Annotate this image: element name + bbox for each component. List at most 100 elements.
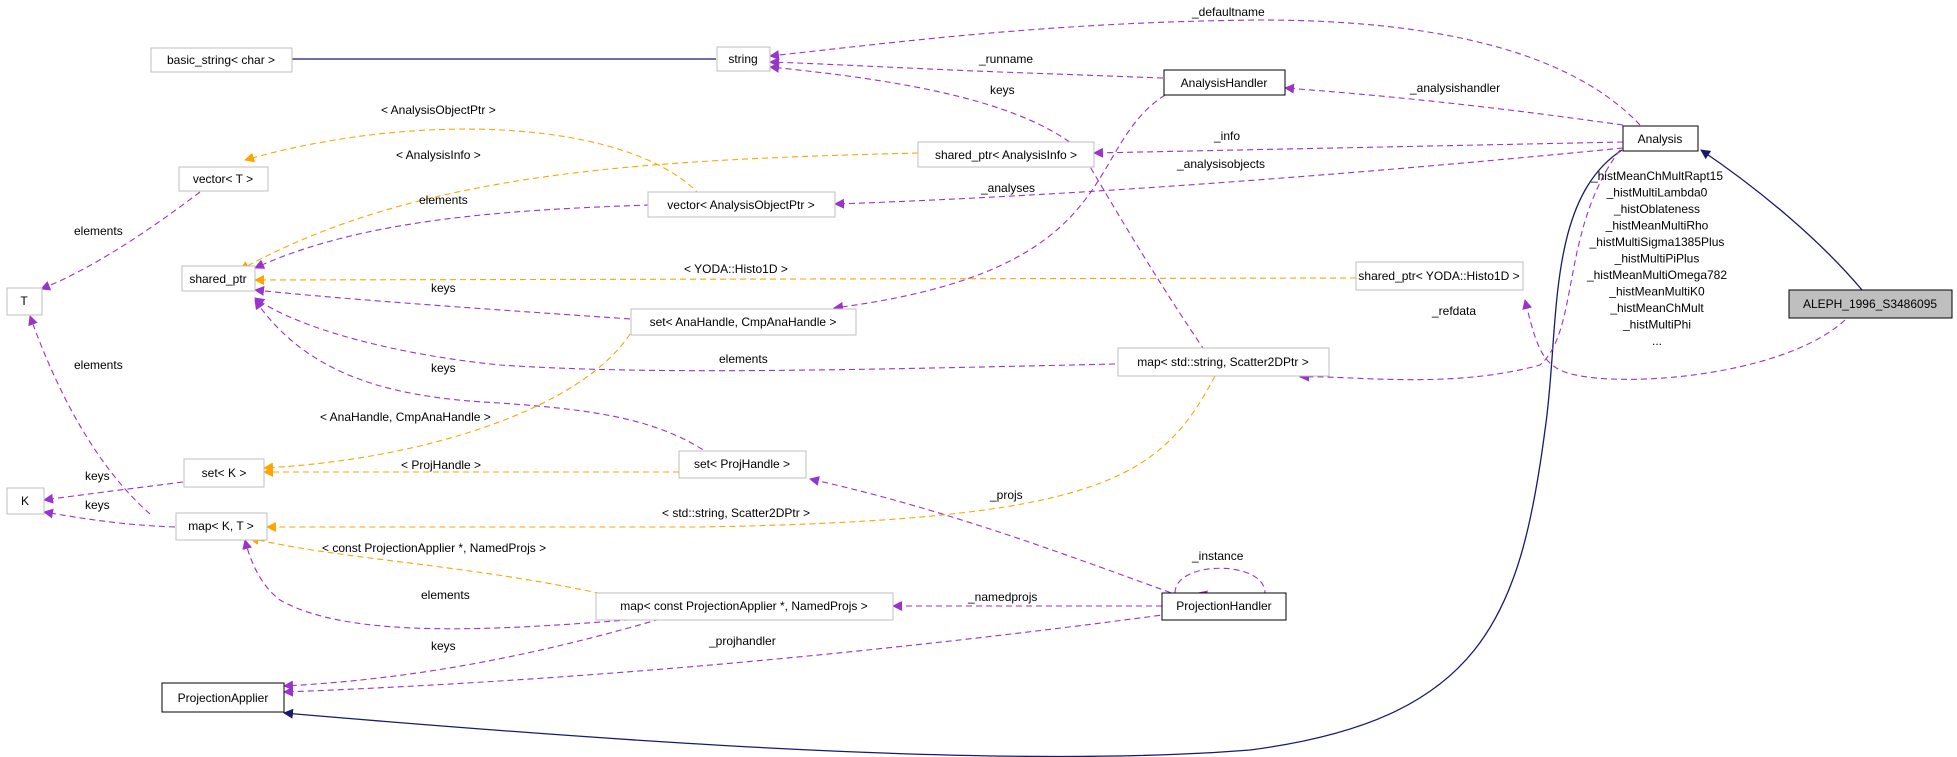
aleph-member-label: _histMeanChMultRapt15 [1590,169,1723,183]
node-set-k-label: set< K > [202,466,247,480]
node-set-projhandle-label: set< ProjHandle > [694,457,790,471]
edge-label-namedprojs: _namedprojs [967,590,1037,604]
node-vector-aop-label: vector< AnalysisObjectPtr > [667,198,814,212]
node-vector-t[interactable]: vector< T > [178,166,269,192]
edge-aleph-shared-ptr-histo [1522,299,1846,380]
node-vector-aop[interactable]: vector< AnalysisObjectPtr > [647,191,836,218]
node-aleph-label: ALEPH_1996_S3486095 [1803,297,1937,311]
edge-label-elements-map-scatter: elements [719,352,768,366]
node-set-anahandle-label: set< AnaHandle, CmpAnaHandle > [650,315,837,329]
edge-label-analyses: _analyses [980,181,1035,195]
node-t[interactable]: T [6,287,43,316]
node-analysis-handler-label: AnalysisHandler [1181,76,1268,90]
node-analysis-handler[interactable]: AnalysisHandler [1163,69,1286,96]
edge-analysishandler-set-anahandle [833,94,1166,312]
aleph-member-label: _histMultiSigma1385Plus [1589,235,1725,249]
edge-label-keys-set-projhandle: keys [431,361,456,375]
node-k[interactable]: K [6,487,45,515]
node-map-scatter[interactable]: map< std::string, Scatter2DPtr > [1117,347,1330,377]
edge-set-anahandle-shared-ptr [254,285,661,322]
node-shared-ptr-histo-label: shared_ptr< YODA::Histo1D > [1358,269,1519,283]
node-shared-ptr-info[interactable]: shared_ptr< AnalysisInfo > [917,141,1095,168]
node-analysis[interactable]: Analysis [1622,125,1699,152]
node-set-anahandle[interactable]: set< AnaHandle, CmpAnaHandle > [630,308,857,336]
edge-label-projs: _projs [989,488,1023,502]
node-string-label: string [728,52,757,66]
node-map-projapplier[interactable]: map< const ProjectionApplier *, NamedPro… [595,592,894,621]
aleph-member-label: _histMeanChMult [1609,301,1704,315]
edges [28,19,1863,757]
node-basic-string-label: basic_string< char > [167,53,275,67]
node-shared-ptr-histo[interactable]: shared_ptr< YODA::Histo1D > [1355,261,1524,291]
node-projection-handler[interactable]: ProjectionHandler [1161,592,1287,621]
edge-map-projapplier-projection-applier [283,618,661,691]
edge-label-analysisobjects: _analysisobjects [1176,157,1265,171]
edge-shared-ptr-info-shared-ptr [239,152,919,271]
nodes: basic_string< char > string AnalysisHand… [6,46,1953,713]
node-set-projhandle[interactable]: set< ProjHandle > [678,450,807,479]
edge-analysis-shared-ptr-info [1093,141,1624,158]
node-map-scatter-label: map< std::string, Scatter2DPtr > [1137,355,1308,369]
edge-label-keys-string: keys [990,83,1015,97]
aleph-member-label: _histMultiLambda0 [1606,186,1708,200]
edge-analysis-string-defaultname [769,19,1641,126]
edge-shared-ptr-histo-shared-ptr [254,274,1357,285]
edge-analysis-projection-applier [283,149,1623,757]
node-shared-ptr-info-label: shared_ptr< AnalysisInfo > [935,148,1077,162]
node-aleph[interactable]: ALEPH_1996_S3486095 [1788,289,1953,319]
edge-set-k-k [43,481,184,504]
aleph-member-label: _histMultiPiPlus [1614,252,1700,266]
edge-label-runname: _runname [978,52,1033,66]
edge-analysis-map-scatter-refdata [1299,149,1621,382]
node-shared-ptr[interactable]: shared_ptr [181,265,256,292]
edge-label-projhandler: _projhandler [708,634,776,648]
edge-labels: _defaultname _runname keys _analysishand… [74,5,1500,653]
edge-label-elements-map-projapplier: elements [421,588,470,602]
edge-label-const-projapplier-tmpl: < const ProjectionApplier *, NamedProjs … [322,541,546,555]
edge-label-defaultname: _defaultname [1191,5,1265,19]
node-map-kt[interactable]: map< K, T > [175,512,268,541]
edge-analysis-analysishandler [1284,83,1624,126]
edge-label-yoda-histo: < YODA::Histo1D > [684,262,788,276]
node-t-label: T [20,294,28,308]
edge-set-projhandle-shared-ptr [254,299,712,456]
edge-analysis-vector-aop [834,147,1624,209]
node-map-kt-label: map< K, T > [188,519,254,533]
edge-map-scatter-map-kt [266,375,1216,532]
node-string[interactable]: string [716,46,771,72]
aleph-member-label: _histMeanMultiOmega782 [1586,268,1727,282]
edge-map-projapplier-map-kt-tmpl [249,535,621,599]
edge-projection-handler-set-projhandle [809,476,1181,597]
edge-label-elements-vector-t: elements [74,224,123,238]
node-projection-applier-label: ProjectionApplier [178,691,269,705]
edge-analysishandler-string-runname [769,57,1164,79]
edge-map-kt-t [28,315,151,515]
aleph-member-label: _histMeanMultiRho [1605,219,1709,233]
node-set-k[interactable]: set< K > [183,458,265,488]
edge-label-anahandle-tmpl: < AnaHandle, CmpAnaHandle > [320,410,491,424]
node-projection-applier[interactable]: ProjectionApplier [161,682,285,713]
edge-label-instance: _instance [1191,549,1244,563]
node-vector-t-label: vector< T > [193,172,253,186]
edge-label-keys-map-kt: keys [85,498,110,512]
node-basic-string[interactable]: basic_string< char > [150,47,293,73]
edge-map-kt-k [43,508,176,528]
edge-aleph-analysis [1700,149,1863,291]
edge-label-projhandle-tmpl: < ProjHandle > [401,458,481,472]
edge-vector-aop-shared-ptr [254,204,651,269]
aleph-member-label: _histMeanMultiK0 [1608,285,1705,299]
edge-label-analysisobjectptr: < AnalysisObjectPtr > [381,103,496,117]
edge-label-keys-set-anahandle: keys [431,281,456,295]
edge-label-keys-map-projapplier: keys [431,639,456,653]
edge-label-analysishandler: _analysishandler [1409,81,1500,95]
node-k-label: K [21,494,29,508]
aleph-member-label: _histOblateness [1613,202,1700,216]
edge-vector-t-t [40,191,201,291]
edge-label-elements-vector-aop: elements [419,193,468,207]
edge-label-info: _info [1213,129,1240,143]
edge-set-anahandle-set-k [263,333,631,473]
node-analysis-label: Analysis [1638,132,1683,146]
edge-map-projapplier-map-kt [242,539,641,630]
aleph-member-label: _histMultiPhi [1622,318,1691,332]
